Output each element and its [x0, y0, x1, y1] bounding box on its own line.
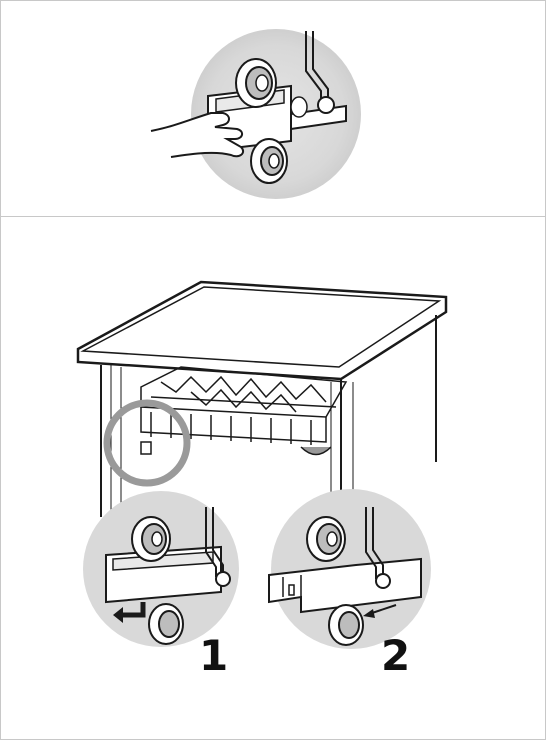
- upper-rack: [140, 366, 348, 445]
- curved-arrow-icon: [119, 602, 146, 618]
- hand-remove-stopper-illustration: [150, 29, 361, 199]
- step-2-label: 2: [381, 631, 411, 680]
- step-1-zoom: [83, 491, 239, 647]
- highlight-circle: [103, 399, 191, 487]
- top-illustration-panel: [0, 0, 546, 217]
- upper-wheel: [235, 58, 277, 108]
- dishwasher-illustration: [76, 280, 448, 649]
- step-1-label: 1: [199, 631, 229, 680]
- hand: [150, 112, 245, 158]
- bottom-illustration-panel: 1 2: [0, 216, 546, 740]
- worktop: [76, 280, 448, 381]
- lower-wheel: [250, 138, 288, 184]
- step-2-zoom: [268, 489, 431, 649]
